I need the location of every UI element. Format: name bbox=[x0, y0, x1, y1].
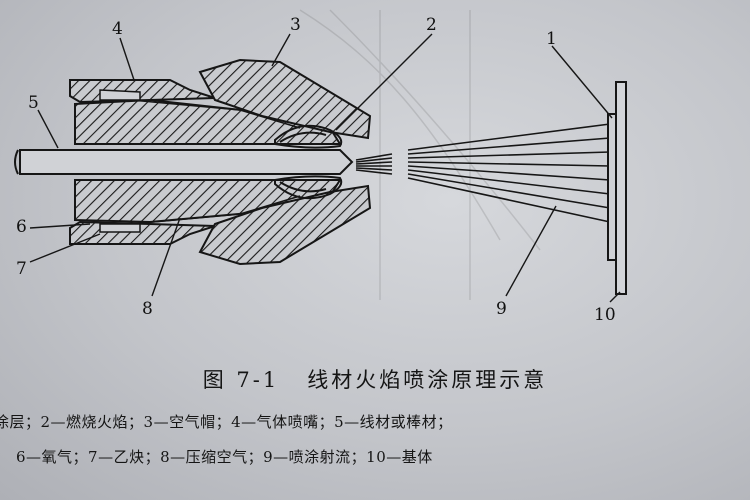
callout-10: 10 bbox=[594, 305, 616, 325]
lower-gas-nozzle bbox=[69, 220, 216, 245]
callout-3: 3 bbox=[290, 15, 301, 35]
legend-line-2: 6—氧气；7—乙炔；8—压缩空气；9—喷涂射流；10—基体 bbox=[16, 448, 433, 466]
leader-lines bbox=[29, 33, 621, 303]
combustion-flame bbox=[274, 124, 343, 200]
show-through-ghost bbox=[299, 9, 541, 300]
spray-jet bbox=[355, 123, 611, 223]
callout-8: 8 bbox=[142, 299, 153, 319]
figure-title: 线材火焰喷涂原理示意 bbox=[307, 368, 548, 392]
upper-gas-nozzle bbox=[69, 79, 216, 104]
callout-9: 9 bbox=[496, 299, 507, 319]
substrate-plate bbox=[615, 81, 627, 295]
callout-2: 2 bbox=[426, 15, 437, 35]
wire-rod bbox=[14, 149, 354, 175]
callout-5: 5 bbox=[28, 93, 39, 113]
coating-layer bbox=[607, 113, 617, 261]
callout-6: 6 bbox=[16, 217, 27, 237]
callout-7: 7 bbox=[16, 259, 27, 279]
gas-channels bbox=[99, 89, 301, 233]
lower-air-cap bbox=[198, 184, 372, 266]
figure-number: 图 7-1 bbox=[202, 368, 280, 392]
upper-air-cap bbox=[198, 58, 372, 140]
legend-line-1: 涂层；2—燃烧火焰；3—空气帽；4—气体喷嘴；5—线材或棒材； bbox=[0, 413, 453, 431]
callout-4: 4 bbox=[112, 19, 123, 39]
figure-caption: 图 7-1 线材火焰喷涂原理示意 bbox=[0, 364, 750, 394]
callout-1: 1 bbox=[546, 29, 557, 49]
wire-flame-spray-diagram: 1 2 3 4 5 6 7 8 9 10 bbox=[14, 9, 627, 325]
